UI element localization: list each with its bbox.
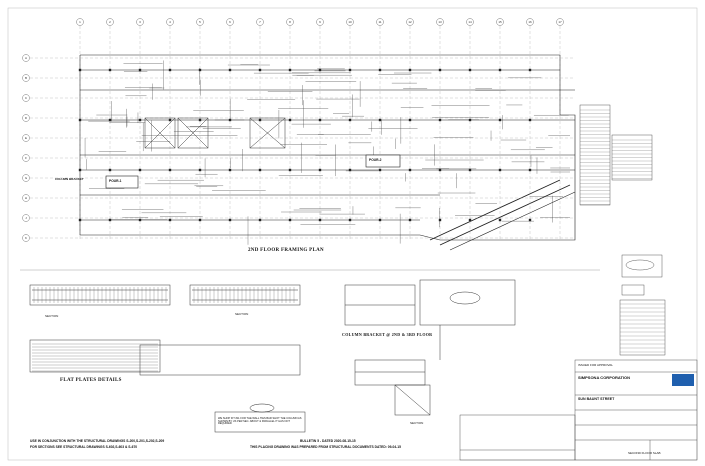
grid-bubble-9 bbox=[316, 18, 324, 26]
svg-text:3: 3 bbox=[139, 20, 141, 24]
flat-plates-title: FLAT PLATES DETAILS bbox=[60, 378, 122, 383]
bulletin-note: BULLETIN 5 - DATED 2020-08-15-15 bbox=[300, 439, 356, 443]
grid-bubble-6 bbox=[226, 18, 234, 26]
project-name: SUN BAUNT STREET bbox=[578, 397, 615, 401]
svg-text:9: 9 bbox=[319, 20, 321, 24]
bar-schedule bbox=[579, 104, 666, 356]
grid-bubble-7 bbox=[256, 18, 264, 26]
column-bracket-detail bbox=[344, 279, 516, 416]
sections-note: FOR SECTIONS SEE STRUCTURAL DRAWINGS S-6… bbox=[30, 445, 138, 449]
title-block bbox=[459, 359, 698, 461]
grid-bubble-14 bbox=[466, 18, 474, 26]
grid-bubble-E bbox=[22, 134, 30, 142]
pour-1-label: POUR-1 bbox=[109, 179, 122, 183]
grid-bubble-H bbox=[22, 194, 30, 202]
grid-bubble-5 bbox=[196, 18, 204, 26]
svg-text:D: D bbox=[25, 116, 28, 120]
grid-bubble-11 bbox=[376, 18, 384, 26]
grid-bubble-8 bbox=[286, 18, 294, 26]
svg-text:13: 13 bbox=[438, 20, 442, 24]
grid-bubble-15 bbox=[496, 18, 504, 26]
grid-bubble-17 bbox=[556, 18, 564, 26]
issue-status: ISSUED FOR APPROVAL bbox=[578, 363, 613, 367]
section-b-label: SECTION bbox=[235, 312, 249, 316]
weld-note: WE SHOP FIT #11 FOR THE WALL TIES BAR SH… bbox=[218, 417, 302, 426]
grid-bubble-F bbox=[22, 154, 30, 162]
section-a-label: SECTION bbox=[45, 314, 59, 318]
conjunction-note: USE IN CONJUNCTION WITH THE STRUCTURAL D… bbox=[30, 439, 165, 443]
grid-bubble-B bbox=[22, 74, 30, 82]
grid-bubble-13 bbox=[436, 18, 444, 26]
section-c-label: SECTION bbox=[410, 421, 424, 425]
column-bracket-label: COLUMN BRACKET bbox=[55, 177, 84, 181]
svg-text:E: E bbox=[25, 136, 27, 140]
grid-bubble-3 bbox=[136, 18, 144, 26]
sheet-name: SECOND FLOOR SLAB bbox=[628, 451, 661, 455]
svg-text:17: 17 bbox=[558, 20, 562, 24]
grid-bubble-D bbox=[22, 114, 30, 122]
svg-text:1: 1 bbox=[79, 20, 81, 24]
grid-bubble-1 bbox=[76, 18, 84, 26]
grid-bubble-10 bbox=[346, 18, 354, 26]
grid-bubble-16 bbox=[526, 18, 534, 26]
plan-title: 2ND FLOOR FRAMING PLAN bbox=[248, 248, 324, 253]
company-name: SIMPSONA CORPORATION bbox=[578, 375, 631, 380]
svg-text:6: 6 bbox=[229, 20, 231, 24]
column-bracket-title: COLUMN BRACKET @ 2ND & 3RD FLOOR bbox=[342, 332, 433, 337]
grid-bubble-2 bbox=[106, 18, 114, 26]
grid-bubble-4 bbox=[166, 18, 174, 26]
svg-text:2: 2 bbox=[109, 20, 111, 24]
svg-text:10: 10 bbox=[348, 20, 352, 24]
grid-bubble-G bbox=[22, 174, 30, 182]
grid-bubble-J bbox=[22, 214, 30, 222]
svg-text:C: C bbox=[25, 96, 28, 100]
svg-text:A: A bbox=[25, 56, 27, 60]
grid-bubble-C bbox=[22, 94, 30, 102]
svg-text:8: 8 bbox=[289, 20, 291, 24]
svg-text:11: 11 bbox=[378, 20, 381, 24]
svg-text:J: J bbox=[25, 216, 27, 220]
svg-text:12: 12 bbox=[408, 20, 412, 24]
openings bbox=[144, 117, 286, 149]
pour-2-label: POUR-2 bbox=[369, 158, 382, 162]
svg-text:14: 14 bbox=[468, 20, 472, 24]
svg-text:4: 4 bbox=[169, 20, 171, 24]
prepared-note: THIS PLACING DRAWING WAS PREPARED FROM S… bbox=[250, 445, 401, 449]
svg-text:B: B bbox=[25, 76, 27, 80]
grid-bubble-K bbox=[22, 234, 30, 242]
svg-text:G: G bbox=[25, 176, 28, 180]
svg-text:H: H bbox=[25, 196, 27, 200]
svg-text:7: 7 bbox=[259, 20, 261, 24]
svg-text:F: F bbox=[25, 156, 27, 160]
svg-text:16: 16 bbox=[528, 20, 532, 24]
svg-text:K: K bbox=[25, 236, 27, 240]
grid-bubble-A bbox=[22, 54, 30, 62]
svg-text:15: 15 bbox=[498, 20, 502, 24]
svg-text:5: 5 bbox=[199, 20, 201, 24]
grid-bubble-12 bbox=[406, 18, 414, 26]
flat-plate-detail bbox=[29, 284, 301, 376]
